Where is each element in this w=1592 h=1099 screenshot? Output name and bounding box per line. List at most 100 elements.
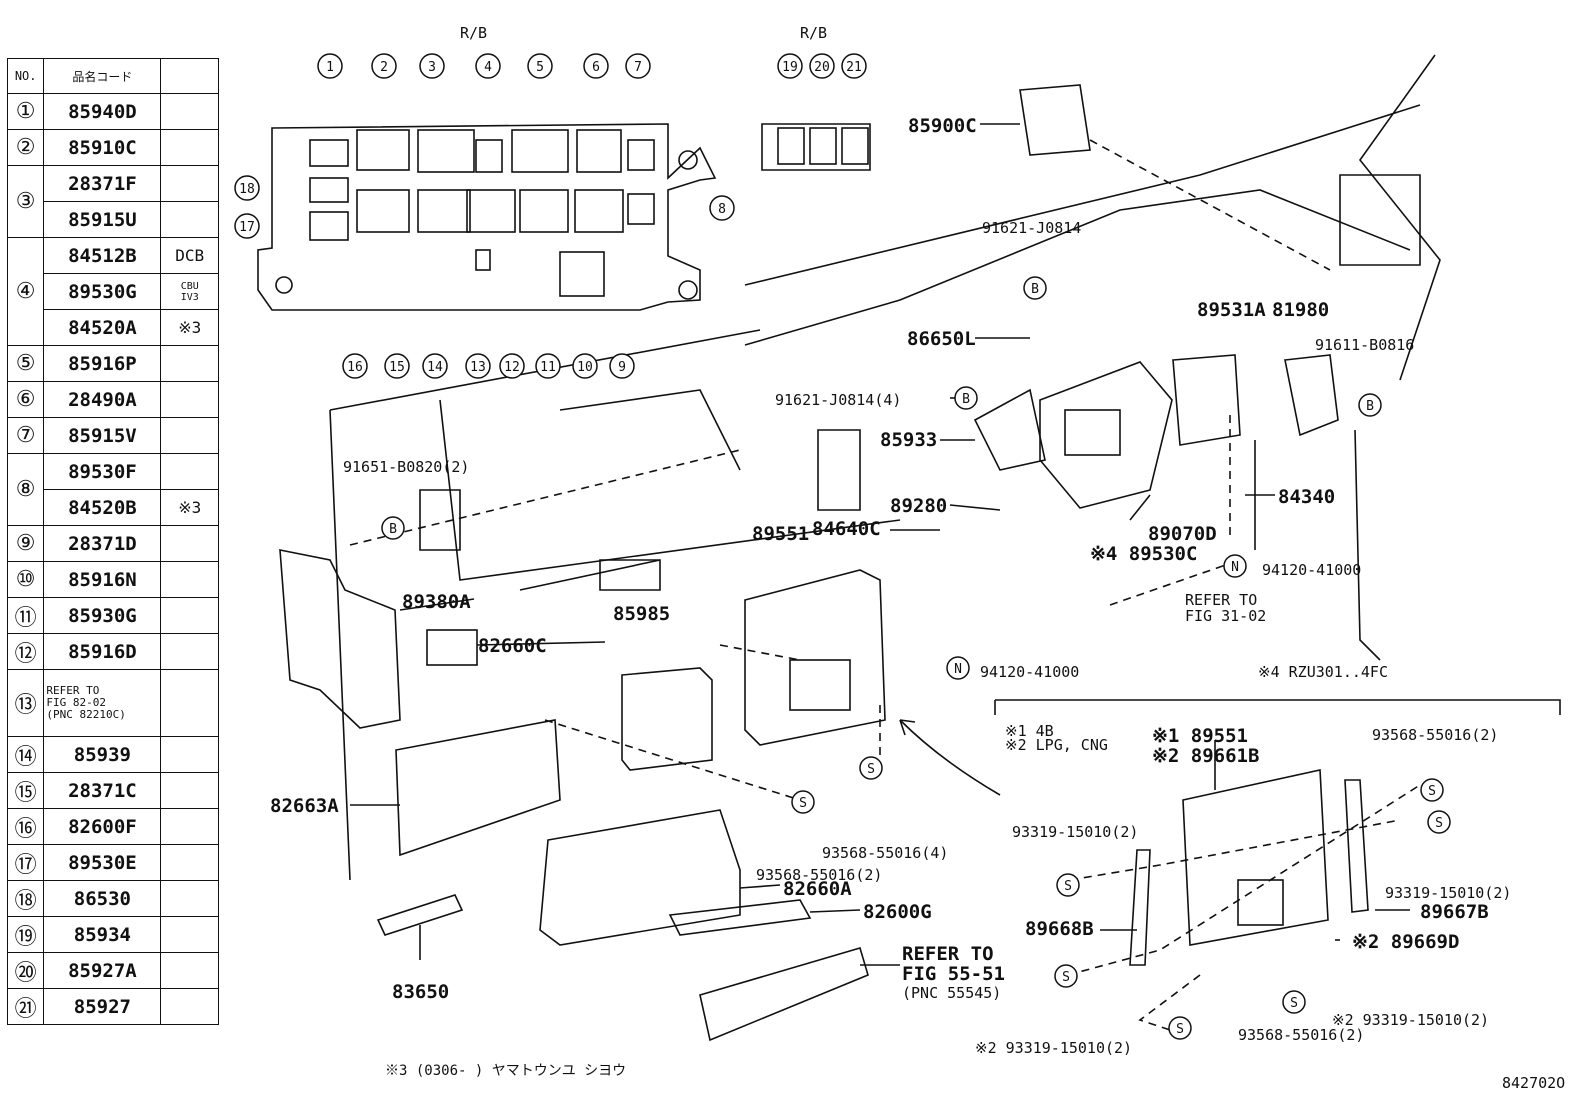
relay-callout-6-label: 6 — [592, 60, 600, 75]
label-p_rzu: ※4 RZU301..4FC — [1258, 663, 1388, 681]
part-note — [160, 345, 219, 382]
row-number: ③ — [6, 165, 45, 238]
table-header-code: 品名コード — [43, 58, 162, 94]
part-code: 85930G — [43, 597, 162, 634]
relay-callout-10-label: 10 — [577, 360, 593, 375]
relay-callout-3 — [419, 53, 445, 79]
marker-S-label: S — [1176, 1022, 1184, 1037]
relay-callout-20-label: 20 — [814, 60, 830, 75]
part-code: 28371F — [43, 165, 162, 202]
footer-note: ※3 (0306- ) ヤマトウンユ シヨウ — [385, 1063, 627, 1079]
label-p91621J0814_4: 91621-J0814(4) — [775, 391, 901, 409]
label-p93568_2b: 93568-55016(2) — [1372, 726, 1498, 744]
part-code: 85915V — [43, 417, 162, 454]
table-row: 85915U — [8, 201, 219, 238]
label-p86650L: 86650L — [907, 328, 976, 350]
marker-B-label: B — [1031, 282, 1039, 297]
marker-N — [1223, 554, 1247, 578]
table-header-no: NO. — [6, 58, 45, 94]
part-code: 84520B — [43, 489, 162, 526]
label-p89280: 89280 — [890, 495, 947, 517]
row-number: ④ — [6, 237, 45, 346]
part-code: 85934 — [43, 916, 162, 953]
marker-N-label: N — [954, 662, 962, 677]
part-code: 85915U — [43, 201, 162, 238]
relay-callout-18-label: 18 — [239, 182, 255, 197]
part-note: ※3 — [160, 309, 219, 346]
relay-block-label: R/B — [800, 24, 827, 42]
marker-B-label: B — [1366, 399, 1374, 414]
part-note — [160, 669, 219, 737]
marker-S-label: S — [1428, 784, 1436, 799]
marker-S — [1054, 964, 1078, 988]
part-code: 85916N — [43, 561, 162, 598]
label-p85933: 85933 — [880, 429, 937, 451]
relay-block-small — [761, 123, 871, 171]
relay-callout-1 — [317, 53, 343, 79]
part-code: 85940D — [43, 93, 162, 130]
label-p93319_d: ※2 93319-15010(2) — [975, 1039, 1132, 1057]
marker-B-label: B — [962, 392, 970, 407]
marker-B — [1023, 276, 1047, 300]
label-p_89661B: ※2 89661B — [1152, 745, 1259, 767]
label-p85985: 85985 — [613, 603, 670, 625]
part-code: 28371D — [43, 525, 162, 562]
relay-callout-17-label: 17 — [239, 220, 255, 235]
label-p82600G: 82600G — [863, 901, 932, 923]
relay-callout-3-label: 3 — [428, 60, 436, 75]
part-note — [160, 165, 219, 202]
relay-callout-17 — [234, 213, 260, 239]
part-code: 82600F — [43, 808, 162, 845]
relay-callout-11-label: 11 — [540, 360, 556, 375]
part-code: 89530E — [43, 844, 162, 881]
label-p_refer55b: FIG 55-51 — [902, 963, 1005, 985]
relay-callout-16-label: 16 — [347, 360, 363, 375]
part-note — [160, 453, 219, 490]
marker-S-label: S — [1064, 879, 1072, 894]
part-code: 85939 — [43, 736, 162, 773]
marker-S-label: S — [1062, 970, 1070, 985]
relay-callout-15-label: 15 — [389, 360, 405, 375]
marker-B — [1358, 393, 1382, 417]
part-code: 84512B — [43, 237, 162, 274]
marker-B — [381, 516, 405, 540]
label-p_refer55: REFER TO — [902, 943, 994, 965]
relay-callout-14-label: 14 — [427, 360, 443, 375]
marker-B — [954, 386, 978, 410]
relay-callout-12-label: 12 — [504, 360, 520, 375]
relay-callout-19 — [777, 53, 803, 79]
row-number: ⑨ — [6, 525, 45, 562]
marker-N-label: N — [1231, 560, 1239, 575]
relay-callout-15 — [384, 353, 410, 379]
label-p93568_4: 93568-55016(4) — [822, 844, 948, 862]
label-p82660A: 82660A — [783, 878, 852, 900]
part-code: 28371C — [43, 772, 162, 809]
marker-S-label: S — [867, 762, 875, 777]
marker-S — [791, 790, 815, 814]
label-p91621J0814: 91621-J0814 — [982, 219, 1081, 237]
junction-block — [539, 809, 741, 946]
relay-callout-8-label: 8 — [718, 202, 726, 217]
part-note — [160, 808, 219, 845]
part-note — [160, 736, 219, 773]
table-row: 84520B※3 — [8, 489, 219, 526]
part-note: DCB — [160, 237, 219, 274]
label-p91651B0820: 91651-B0820(2) — [343, 458, 469, 476]
label-p_89551b: ※1 89551 — [1152, 725, 1248, 747]
marker-S-label: S — [1290, 996, 1298, 1011]
marker-B-label: B — [389, 522, 397, 537]
part-note — [160, 952, 219, 989]
row-number: ① — [6, 93, 45, 130]
part-note — [160, 93, 219, 130]
relay-callout-21-label: 21 — [846, 60, 862, 75]
part-note — [160, 597, 219, 634]
marker-S — [1282, 990, 1306, 1014]
